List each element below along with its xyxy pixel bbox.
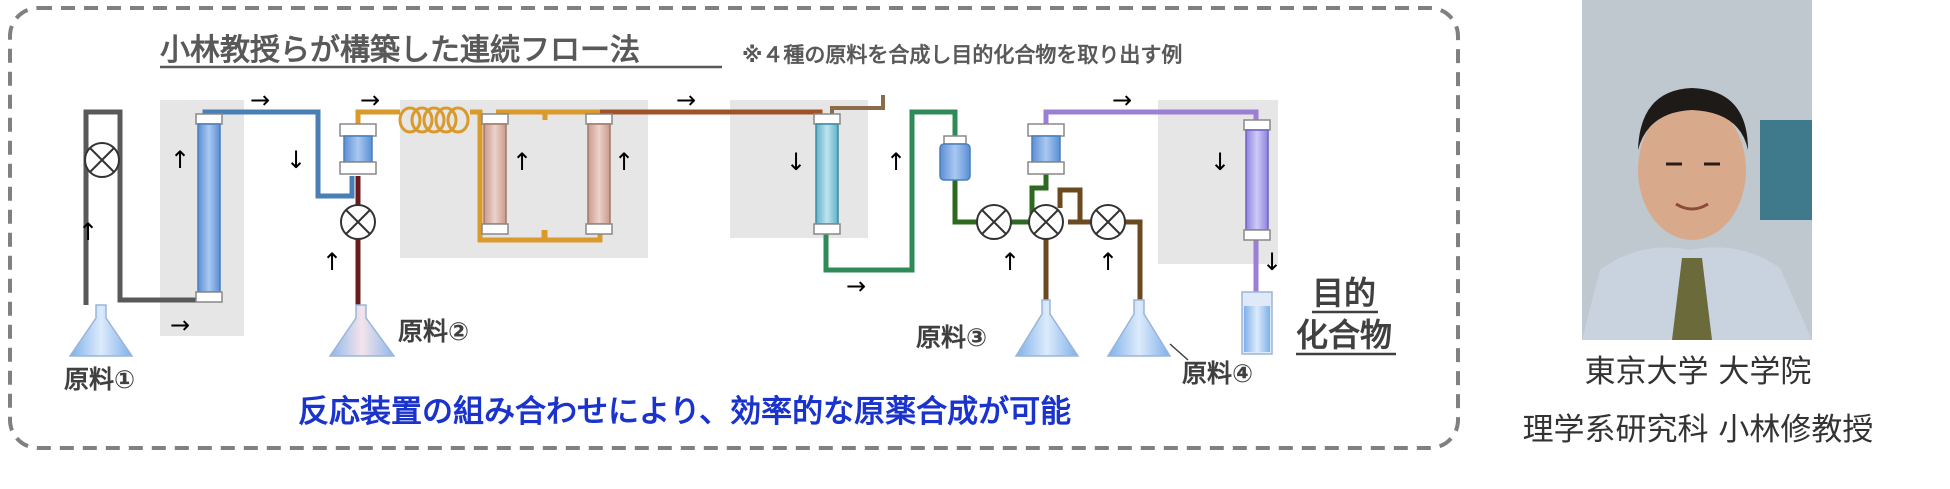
- pump-3: [976, 204, 1012, 240]
- svg-text:↑: ↑: [1000, 248, 1020, 276]
- diagram-title: 小林教授らが構築した連続フロー法: [160, 33, 640, 68]
- flask-material-3: [1014, 299, 1080, 357]
- small-column: [939, 135, 971, 181]
- label-material-4: 原料④: [1182, 359, 1253, 388]
- svg-text:↑: ↑: [614, 148, 634, 176]
- svg-text:→: →: [360, 86, 380, 114]
- svg-text:↑: ↑: [886, 148, 906, 176]
- cartridge-1: [339, 123, 377, 175]
- flask-material-4: [1106, 299, 1172, 357]
- column-1: [195, 113, 223, 303]
- pipe-orange-main: [480, 230, 548, 243]
- label-material-3: 原料③: [916, 323, 987, 352]
- svg-text:↓: ↓: [786, 148, 806, 176]
- pipe-dkgreen: [952, 170, 1049, 225]
- label-material-1: 原料①: [64, 365, 135, 394]
- target-compound-line2: 化合物: [1296, 316, 1392, 354]
- svg-text:↓: ↓: [286, 146, 306, 174]
- pump-1: [84, 142, 120, 178]
- caption-line-2: 理学系研究科 小林修教授: [1523, 412, 1874, 448]
- diagram-frame: [8, 6, 1460, 450]
- svg-text:↑: ↑: [170, 146, 190, 174]
- column-5: [1243, 119, 1271, 241]
- conclusion-text: 反応装置の組み合わせにより、効率的な原薬合成が可能: [298, 394, 1071, 430]
- diagram-note: ※４種の原料を合成し目的化合物を取り出す例: [742, 43, 1182, 67]
- pump-5: [1090, 204, 1126, 240]
- svg-text:→: →: [250, 86, 270, 114]
- cartridge-2: [1027, 123, 1065, 175]
- caption-line-1: 東京大学 大学院: [1585, 354, 1812, 390]
- column-3: [585, 113, 613, 235]
- column-4: [813, 113, 841, 235]
- professor-photo: [1582, 0, 1812, 340]
- coil-reactor: [398, 106, 470, 134]
- svg-text:↓: ↓: [1210, 148, 1230, 176]
- pump-2: [340, 204, 376, 240]
- collection-tube: [1241, 291, 1273, 355]
- pipe-green: [823, 109, 958, 273]
- material-4-leader: [1169, 343, 1189, 361]
- svg-text:→: →: [676, 86, 696, 114]
- svg-text:↑: ↑: [78, 218, 98, 246]
- flow-arrows: → → → → → → ↑ ↑ ↓ ↑ ↑ ↑ ↓ ↑ ↑ ↑ ↓ ↓: [78, 86, 1282, 339]
- pump-4: [1028, 204, 1064, 240]
- pipe-brown-small: [830, 95, 885, 118]
- column-2: [481, 113, 509, 235]
- svg-text:→: →: [1112, 86, 1132, 114]
- svg-text:→: →: [846, 272, 866, 300]
- svg-text:↑: ↑: [512, 148, 532, 176]
- svg-text:↑: ↑: [1098, 248, 1118, 276]
- pipe-purple: [1043, 109, 1259, 298]
- svg-text:→: →: [170, 311, 190, 339]
- flask-material-1: [68, 304, 134, 357]
- svg-text:↑: ↑: [322, 248, 342, 276]
- svg-text:↓: ↓: [1262, 248, 1282, 276]
- reactor-panel-3: [730, 100, 868, 238]
- flask-material-2: [328, 304, 396, 357]
- target-compound-line1: 目的: [1312, 274, 1376, 312]
- label-material-2: 原料②: [398, 317, 469, 346]
